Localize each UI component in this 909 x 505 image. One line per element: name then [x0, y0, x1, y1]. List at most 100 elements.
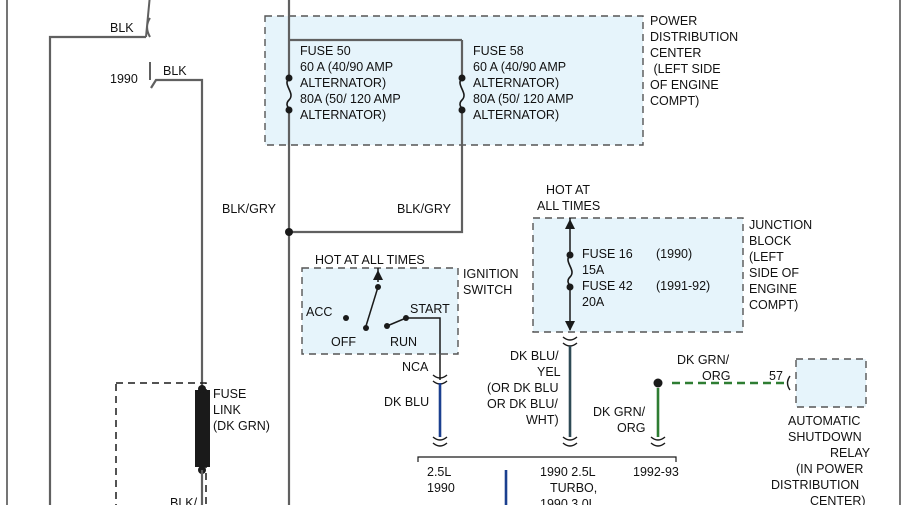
pdc-label-6: COMPT): [650, 94, 699, 108]
pdc-box: [264, 15, 644, 146]
junction-block-box: [532, 217, 744, 333]
asd-connector: [786, 375, 791, 391]
run-label: RUN: [390, 335, 417, 349]
start-blade: [386, 317, 407, 327]
bottom-l2-2: TURBO,: [550, 481, 597, 495]
fuse42-label: FUSE 42: [582, 279, 633, 293]
junction-label-2: BLOCK: [749, 234, 792, 248]
diagram-frame: [6, 0, 901, 505]
center-wire-4: OR DK BLU/: [487, 397, 558, 411]
bottom-l2-1: 1990 2.5L: [540, 465, 596, 479]
start-label: START: [410, 302, 450, 316]
pdc-label-4: (LEFT SIDE: [650, 62, 721, 76]
asd-label-5: DISTRIBUTION: [771, 478, 859, 492]
junction-fuse-bottom-node: [566, 283, 574, 291]
fuse58-bottom-node: [458, 106, 466, 114]
blk-gry-right-label: BLK/GRY: [397, 202, 452, 216]
fuse42-year: (1991-92): [656, 279, 710, 293]
junction-out-arrow: [565, 321, 575, 331]
splice-node: [285, 228, 293, 236]
junction-label-1: JUNCTION: [749, 218, 812, 232]
bottom-l1-2: 1990: [427, 481, 455, 495]
pdc-label-1: POWER: [650, 14, 697, 28]
junction-label-5: ENGINE: [749, 282, 797, 296]
junction-label-3: (LEFT: [749, 250, 784, 264]
nca-label: NCA: [402, 360, 429, 374]
year-1990-label: 1990: [110, 72, 138, 86]
fuse58-line-2: 60 A (40/90 AMP: [473, 60, 566, 74]
asd-pin-label: 57: [769, 369, 783, 383]
junction-label-6: COMPT): [749, 298, 798, 312]
start-to-output: [406, 317, 441, 354]
off-label: OFF: [331, 335, 356, 349]
fuse58-top-node: [458, 74, 466, 82]
dk-blu-connector: [432, 436, 448, 447]
fuse16-year: (1990): [656, 247, 692, 261]
acc-contact: [343, 315, 349, 321]
asd-label-1: AUTOMATIC: [788, 414, 860, 428]
fuse-link-body: [195, 390, 210, 467]
fuse50-line-5: ALTERNATOR): [300, 108, 386, 122]
fuse50-top-node: [285, 74, 293, 82]
fuse50-gap: [284, 76, 294, 110]
acc-label: ACC: [306, 305, 332, 319]
blk-label-top: BLK: [110, 21, 134, 35]
fuse58-line-3: ALTERNATOR): [473, 76, 559, 90]
dk-grn-org-low-2: ORG: [617, 421, 645, 435]
junction-hot-1: HOT AT: [546, 183, 590, 197]
center-wire-2: YEL: [537, 365, 561, 379]
blk-label-2: BLK: [163, 64, 187, 78]
asd-label-3: RELAY: [830, 446, 871, 460]
asd-label-4: (IN POWER: [796, 462, 863, 476]
center-wire-3: (OR DK BLU: [487, 381, 559, 395]
fuse-link-label-2: LINK: [213, 403, 241, 417]
ignition-label-2: SWITCH: [463, 283, 512, 297]
ignition-hot-label: HOT AT ALL TIMES: [315, 253, 425, 267]
fuse58-line-4: 80A (50/ 120 AMP: [473, 92, 574, 106]
bottom-l2-3: 1990 3.0L: [540, 497, 596, 505]
bottom-l3: 1992-93: [633, 465, 679, 479]
dk-blu-label: DK BLU: [384, 395, 429, 409]
blk-wire-1990: [150, 78, 204, 388]
fuse50-line-1: FUSE 50: [300, 44, 351, 58]
fuse50-line-3: ALTERNATOR): [300, 76, 386, 90]
fuse50-bottom-node: [285, 106, 293, 114]
fuse16-amp: 15A: [582, 263, 605, 277]
junction-fuse-top-node: [566, 251, 574, 259]
ignition-feed-arrow: [373, 270, 383, 280]
blk-gry-left-label: BLK/GRY: [222, 202, 277, 216]
blk-wire-left: [48, 35, 146, 505]
fuse58-gap: [457, 76, 467, 110]
dk-blu-yel-connector: [562, 436, 578, 447]
junction-out-connector: [562, 336, 578, 347]
fuse-link-label-3: (DK GRN): [213, 419, 270, 433]
junction-feed-arrow: [565, 219, 575, 229]
junction-hot-2: ALL TIMES: [537, 199, 600, 213]
fuse-link-label-1: FUSE: [213, 387, 246, 401]
dk-grn-org-top-2: ORG: [702, 369, 730, 383]
fuse58-line-1: FUSE 58: [473, 44, 524, 58]
bottom-l1-1: 2.5L: [427, 465, 451, 479]
asd-label-2: SHUTDOWN: [788, 430, 862, 444]
dk-grn-org-connector: [650, 436, 666, 447]
pdc-label-2: DISTRIBUTION: [650, 30, 738, 44]
junction-label-4: SIDE OF: [749, 266, 799, 280]
fuse42-amp: 20A: [582, 295, 605, 309]
asd-relay-box: [795, 358, 867, 408]
fuse-link-block: [115, 382, 207, 505]
fuse50-line-2: 60 A (40/90 AMP: [300, 60, 393, 74]
ignition-blade: [365, 286, 379, 327]
ignition-switch-box: [301, 267, 459, 355]
fuse58-line-5: ALTERNATOR): [473, 108, 559, 122]
dk-grn-org-top-1: DK GRN/: [677, 353, 730, 367]
asd-label-6: CENTER): [810, 494, 866, 505]
fuse50-line-4: 80A (50/ 120 AMP: [300, 92, 401, 106]
fuse-link-top-node: [198, 385, 206, 393]
ignition-label-1: IGNITION: [463, 267, 519, 281]
blk-label-bottom: BLK/: [170, 496, 198, 505]
pdc-label-5: OF ENGINE: [650, 78, 719, 92]
dk-grn-org-node: [653, 378, 663, 388]
wire-break-top: [145, 0, 151, 38]
option-bracket: [417, 456, 677, 462]
